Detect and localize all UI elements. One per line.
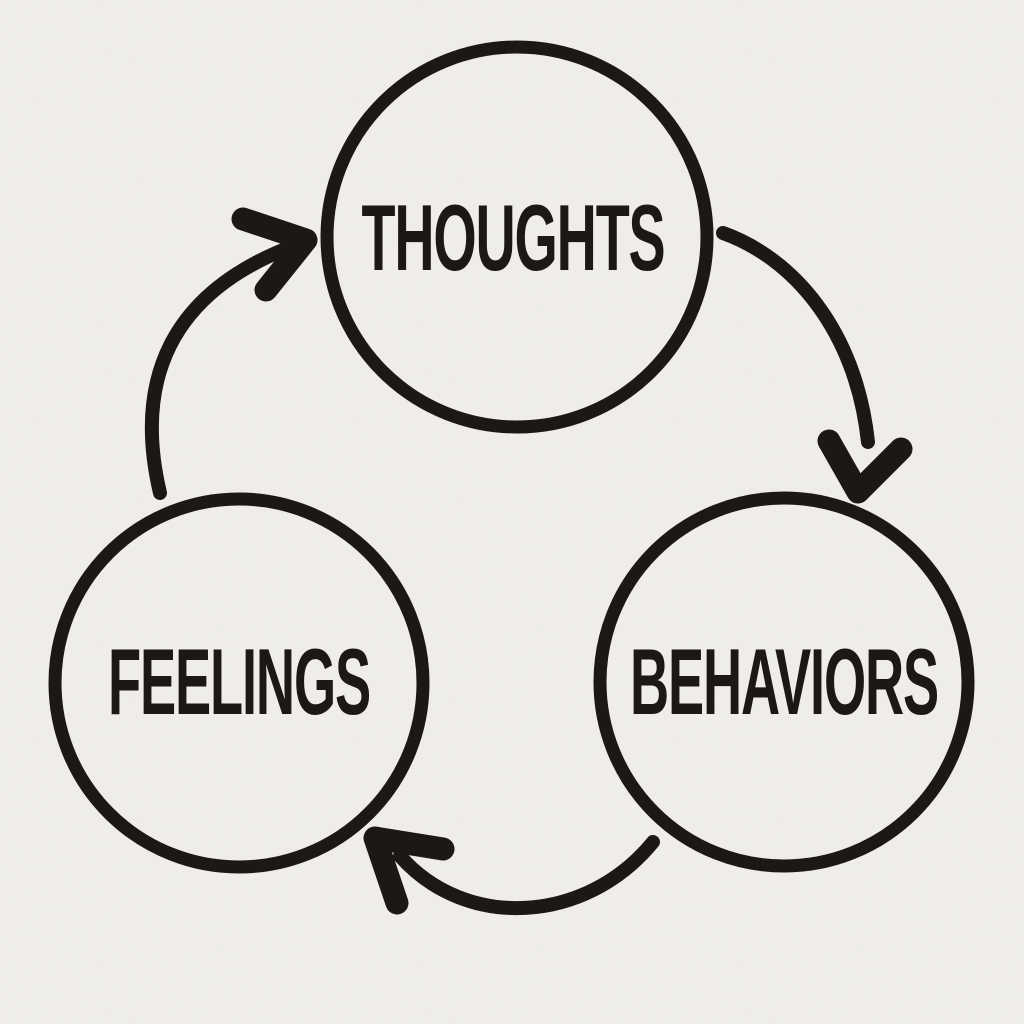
arrow-thoughts-to-behaviors-head — [817, 429, 913, 504]
arrow-feelings-to-thoughts — [144, 207, 318, 500]
node-thoughts-circle — [320, 40, 714, 434]
node-behaviors-circle — [593, 491, 975, 873]
node-feelings-circle — [48, 492, 430, 874]
arrow-thoughts-to-behaviors — [716, 226, 913, 504]
node-thoughts: THOUGHTS — [320, 40, 714, 434]
arrow-behaviors-to-feelings-head — [363, 826, 455, 915]
arrow-feelings-to-thoughts-head — [231, 207, 318, 302]
arrow-behaviors-to-feelings — [363, 826, 660, 916]
node-feelings-label: FEELINGS — [108, 629, 370, 734]
node-behaviors: BEHAVIORS — [593, 491, 975, 873]
node-behaviors-label: BEHAVIORS — [630, 629, 938, 734]
node-thoughts-label: THOUGHTS — [362, 185, 665, 290]
arrow-behaviors-to-feelings-shaft — [393, 835, 660, 916]
node-feelings: FEELINGS — [48, 492, 430, 874]
arrow-feelings-to-thoughts-shaft — [144, 239, 300, 500]
arrow-thoughts-to-behaviors-shaft — [716, 226, 875, 449]
